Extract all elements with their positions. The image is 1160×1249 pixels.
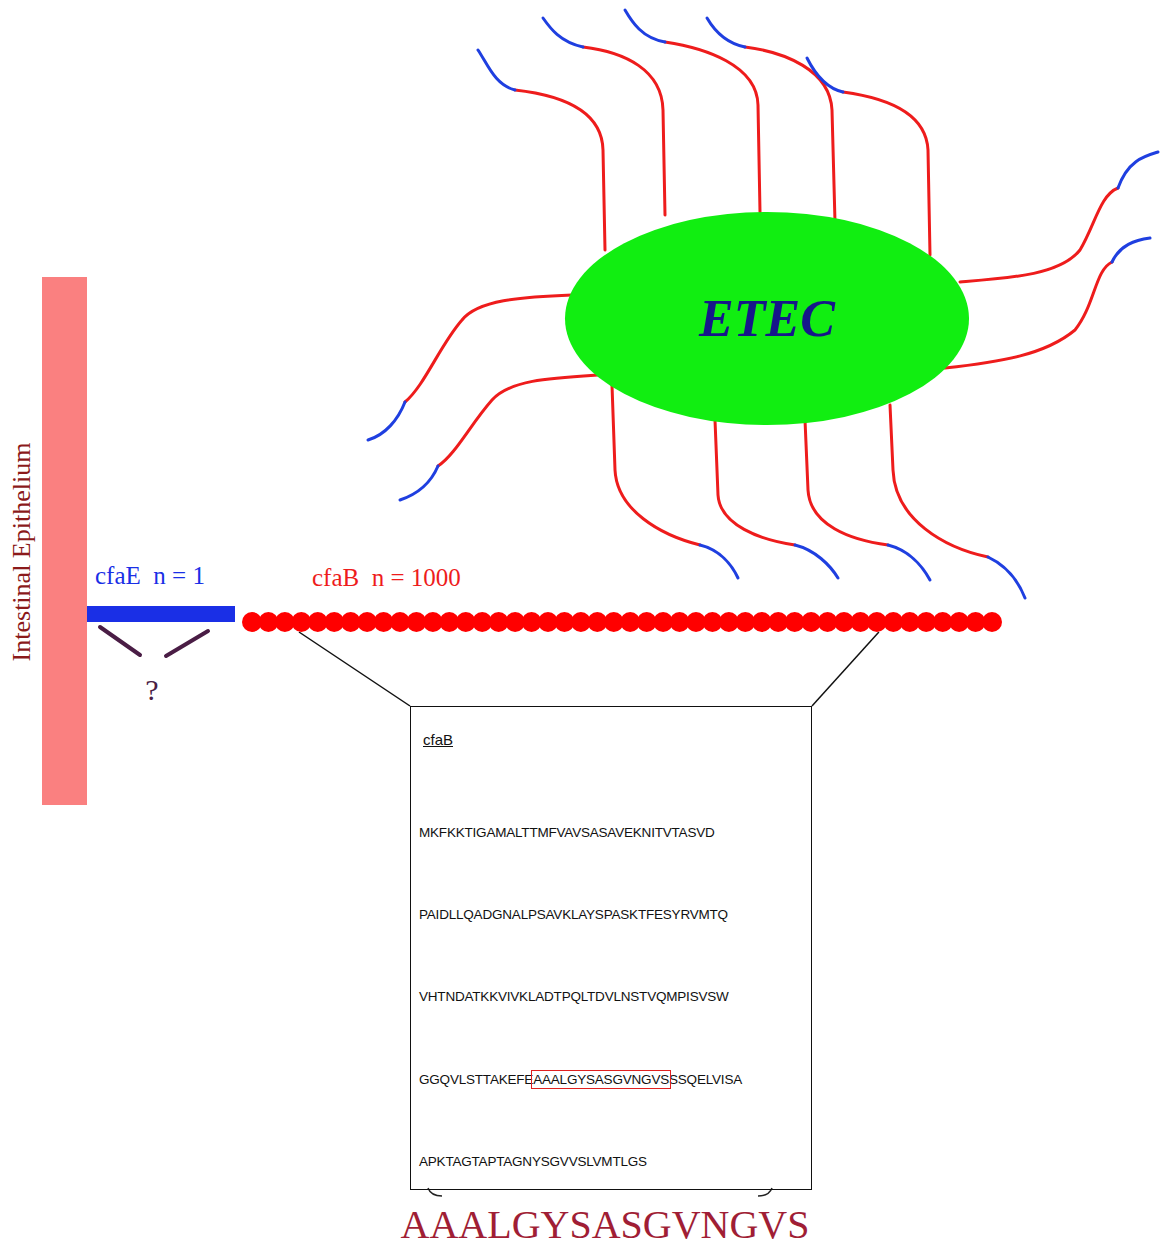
fimbria-tip	[625, 10, 665, 42]
fimbria-tip	[368, 402, 405, 440]
fimbria-tip	[400, 466, 438, 500]
subunit-label: cfaB n = 1000	[312, 564, 461, 593]
fimbria-shaft	[805, 420, 888, 545]
fimbria-tip	[707, 18, 745, 47]
fimbria-tip	[1118, 152, 1158, 188]
fimbria-shaft	[945, 262, 1112, 368]
fimbria-shaft	[438, 375, 598, 466]
tissue-label: Intestinal Epithelium	[7, 442, 37, 661]
fimbria-tip	[478, 50, 515, 90]
fimbria-shaft	[960, 188, 1118, 282]
fimbria-tip	[807, 58, 843, 92]
pilin-chain: cfaB n = 1000	[242, 612, 1002, 632]
fimbria-tip	[988, 557, 1025, 598]
fimbria-shaft	[583, 47, 665, 215]
fimbria-shaft	[745, 47, 835, 222]
chain-beads	[242, 612, 1002, 632]
subunit-label: cfaE n = 1	[95, 562, 205, 591]
adhesin-bar: cfaE n = 1	[87, 606, 235, 622]
sequence-line: PAIDLLQADGNALPSAVKLAYSPASKTFESYRVMTQ	[419, 907, 728, 923]
epitope-sequence: AAALGYSASGVNGVS	[401, 1205, 810, 1245]
zoom-line	[812, 632, 879, 706]
fimbria-tip	[700, 545, 738, 578]
fimbria-shaft	[890, 405, 988, 557]
unknown-receptor-mark: ?	[145, 675, 158, 705]
fimbria-tip	[1112, 238, 1150, 262]
fimbria-shaft	[715, 420, 795, 545]
sequence-line: MKFKKTIGAMALTTMFVAVSASAVEKNITVTASVD	[419, 825, 715, 841]
bacterium-name: ETEC	[699, 289, 835, 349]
fimbria-tip	[543, 18, 583, 47]
sequence-line: VHTNDATKKVIVKLADTPQLTDVLNSTVQMPISVSW	[419, 989, 729, 1005]
bacterium-ellipse: ETEC	[565, 212, 969, 425]
cell-body	[565, 212, 969, 425]
epitope-highlight: AAALGYSASGVNGVS	[533, 1072, 669, 1087]
zoom-line	[299, 632, 410, 706]
epithelium-band: Intestinal Epithelium	[42, 277, 87, 805]
sequence-title: cfaB	[423, 731, 453, 748]
pilin-subunit	[982, 612, 1002, 632]
fimbria-shaft	[515, 90, 605, 250]
bracket-line	[166, 631, 208, 656]
fimbriae	[368, 10, 1158, 598]
sequence-line: GGQVLSTTAKEFEAAALGYSASGVNGVSSSQELVISA	[419, 1072, 742, 1088]
sequence-line: APKTAGTAPTAGNYSGVVSLVMTLGS	[419, 1154, 647, 1170]
adhesin-bracket	[100, 627, 208, 656]
fimbria-tip	[888, 545, 930, 580]
fimbria-shaft	[405, 295, 572, 402]
fimbria-shaft	[665, 42, 760, 212]
sequence-box: cfaB MKFKKTIGAMALTTMFVAVSASAVEKNITVTASVD P…	[410, 706, 812, 1190]
bracket-line	[100, 627, 140, 655]
fimbria-tip	[795, 545, 838, 578]
